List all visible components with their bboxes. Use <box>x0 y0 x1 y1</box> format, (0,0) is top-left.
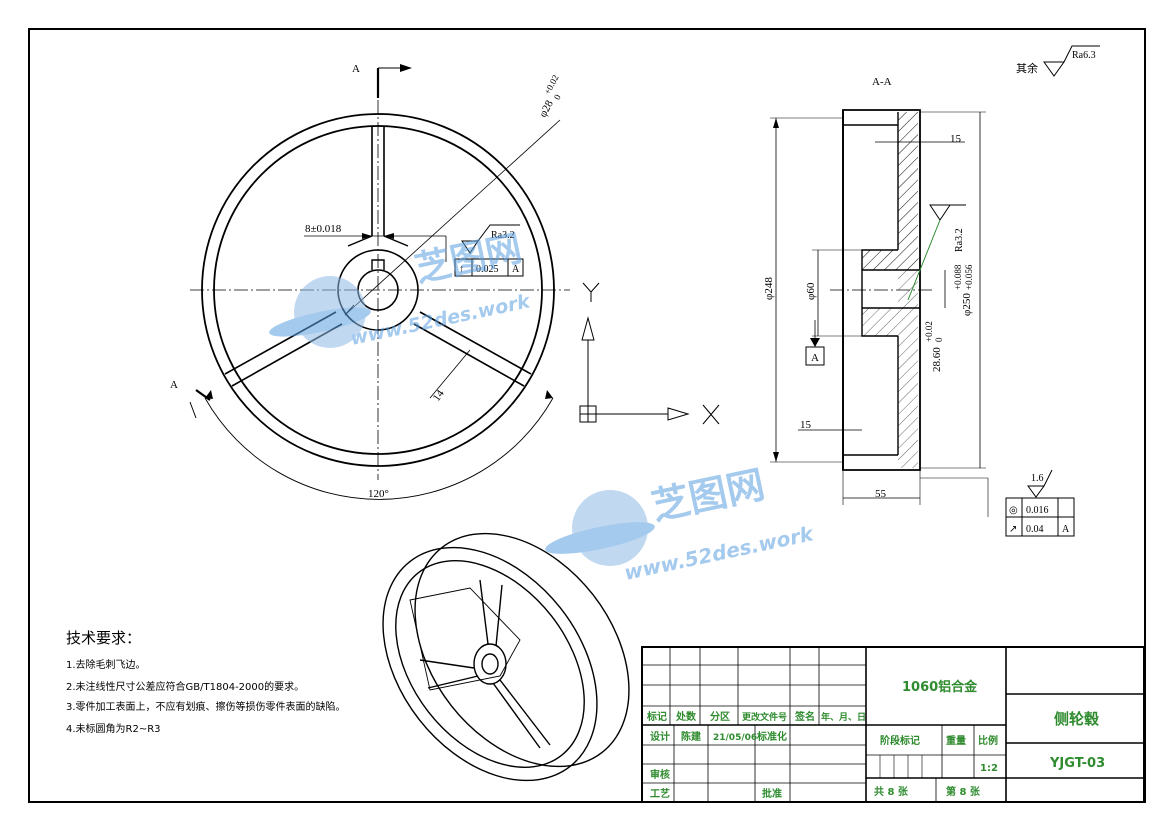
gdt-symbol-2: ↗ <box>1009 524 1017 535</box>
header-label: 分区 <box>710 710 730 723</box>
dim-hub: φ60 <box>805 282 817 300</box>
section-marker-top: A <box>352 63 360 75</box>
section-roughness: Ra3.2 <box>954 228 965 252</box>
approve-label: 批准 <box>762 787 782 800</box>
title-block <box>641 646 1145 803</box>
drawing-border <box>28 28 1146 803</box>
dim-key-tol-upper: +0.02 <box>924 321 934 342</box>
tol-value: 0.025 <box>476 264 499 275</box>
header-label: 更改文件号 <box>742 711 787 723</box>
weight-label: 重量 <box>946 734 966 747</box>
dim-bore-tol-lower: +0.056 <box>964 264 974 290</box>
material: 1060铝合金 <box>902 679 978 695</box>
other-roughness-prefix: 其余 <box>1016 61 1038 75</box>
gdt-value-2: 0.04 <box>1026 524 1044 535</box>
gdt-value-1: 0.016 <box>1026 505 1049 516</box>
design-label: 设计 <box>650 730 670 743</box>
design-date: 21/05/06 <box>713 733 757 743</box>
tol-datum: A <box>512 264 520 275</box>
part-name: 侧轮毂 <box>1054 710 1099 728</box>
standardize-label: 标准化 <box>756 730 787 743</box>
gdt-datum-2: A <box>1062 524 1070 535</box>
dim-outer-tol-lower: 0 <box>552 92 563 101</box>
drawing-number: YJGT-03 <box>1049 756 1105 771</box>
front-roughness: Ra3.2 <box>491 230 515 241</box>
gdt-symbol-1: ◎ <box>1009 505 1018 516</box>
scale-label: 比例 <box>978 734 998 747</box>
review-label: 审核 <box>650 768 670 781</box>
dim-length: 55 <box>875 488 887 500</box>
section-view-title: A-A <box>872 76 892 88</box>
scale-value: 1:2 <box>980 763 998 774</box>
ucs-icon <box>579 282 720 425</box>
dim-keyway: 8±0.018 <box>305 223 342 235</box>
dim-outer: φ248 <box>763 277 775 300</box>
front-view <box>189 64 570 500</box>
header-label: 标记 <box>646 710 667 723</box>
tech-requirement-item: 4.未标圆角为R2~R3 <box>66 723 161 735</box>
dim-key: 28.60 <box>931 347 943 372</box>
total-sheets: 共 8 张 <box>874 785 909 798</box>
sheet-no: 第 8 张 <box>946 785 981 798</box>
tech-requirement-item: 2.未注线性尺寸公差应符合GB/T1804-2000的要求。 <box>66 680 304 693</box>
datum-label: A <box>811 352 819 364</box>
process-label: 工艺 <box>650 787 670 800</box>
dim-bottom-width: 15 <box>800 419 812 431</box>
tech-requirement-item: 3.零件加工表面上，不应有划痕、擦伤等损伤零件表面的缺陷。 <box>66 700 346 713</box>
header-label: 处数 <box>675 710 697 723</box>
dim-angle: 120° <box>368 488 389 500</box>
other-roughness-value: Ra6.3 <box>1072 50 1096 61</box>
tol-symbol: ↑ <box>459 263 465 275</box>
header-label: 签名 <box>794 710 815 723</box>
dim-key-tol-lower: 0 <box>934 337 944 342</box>
dim-bore: φ250 <box>961 293 973 316</box>
tech-requirement-item: 1.去除毛刺飞边。 <box>66 658 146 671</box>
dim-top-width: 15 <box>950 133 962 145</box>
isometric-view <box>382 532 630 782</box>
section-view <box>770 109 1075 537</box>
dim-bore-tol-upper: +0.088 <box>953 264 963 290</box>
section-marker-left: A <box>170 379 178 391</box>
stage-label: 阶段标记 <box>880 734 920 747</box>
designer: 陈建 <box>681 730 702 743</box>
tech-requirements-title: 技术要求： <box>66 629 141 647</box>
header-label: 年、月、日 <box>821 711 866 723</box>
roughness-value: 1.6 <box>1031 473 1044 484</box>
